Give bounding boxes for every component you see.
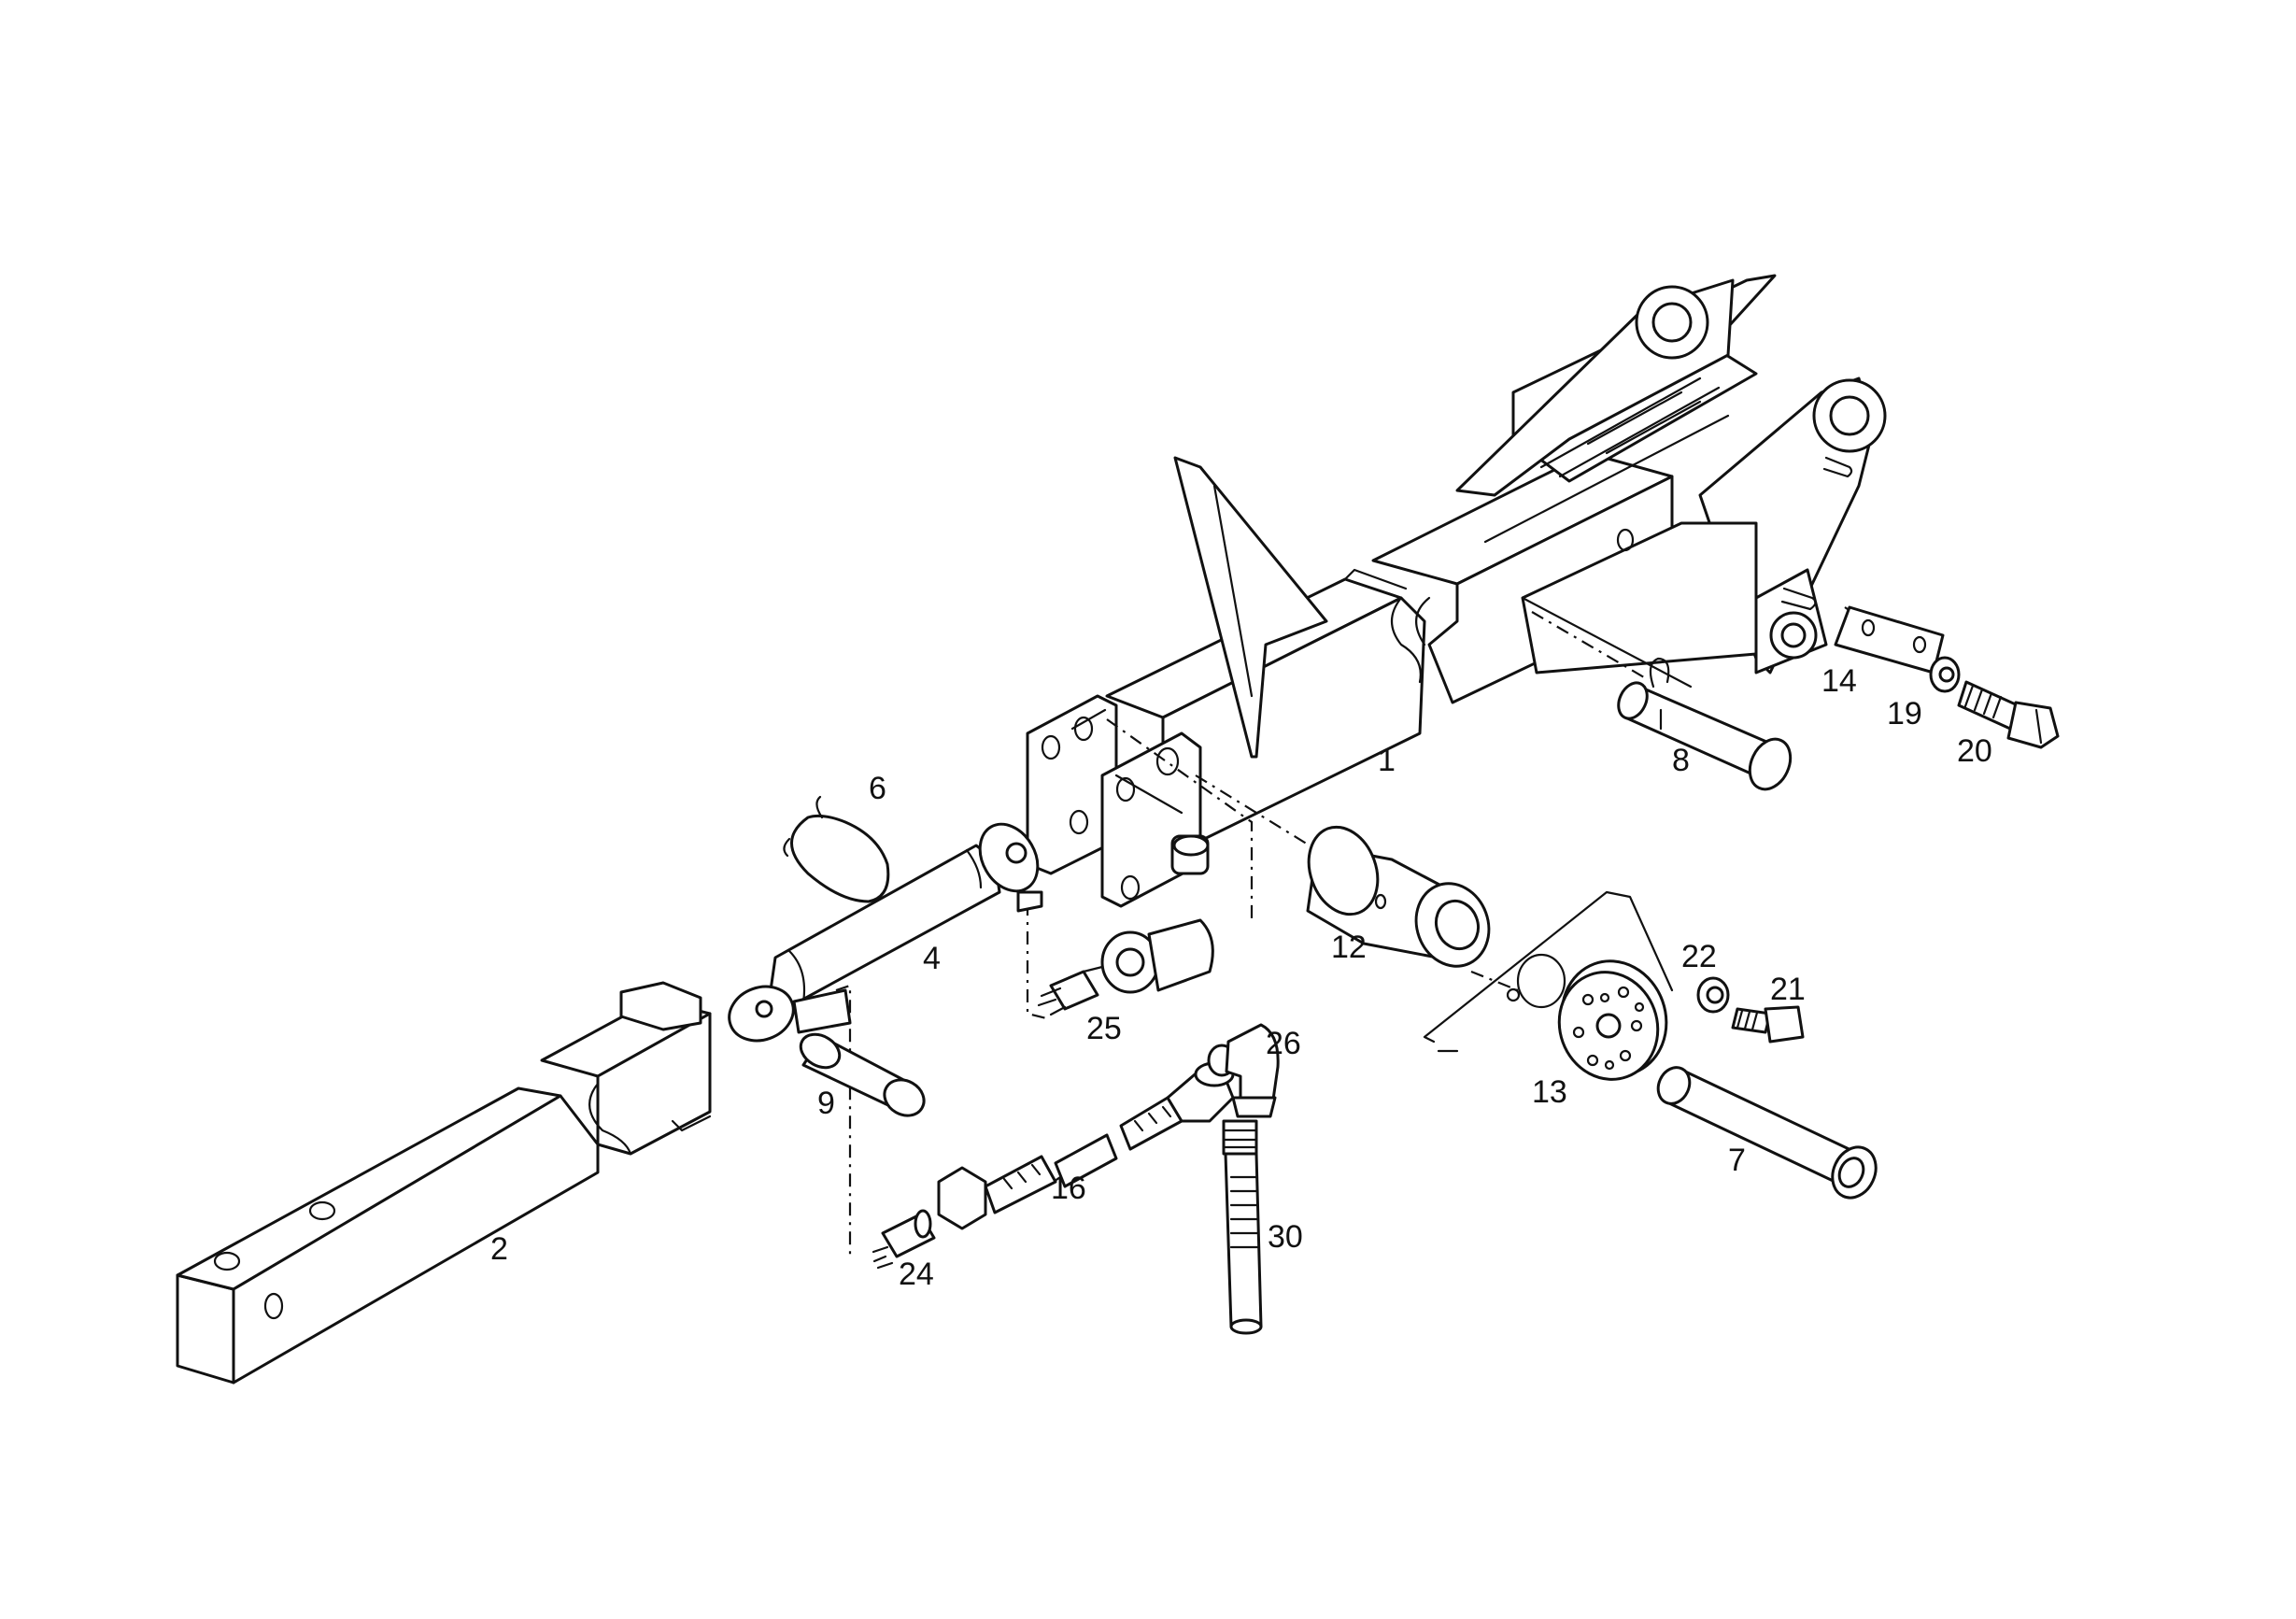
part-7-long-pin [1656, 1066, 1878, 1200]
callout-1: 1 [1378, 743, 1396, 778]
callout-labels: 1 2 4 6 7 8 9 12 13 14 16 19 20 21 22 24… [490, 663, 1992, 1292]
part-21-bolt [1731, 1005, 1805, 1044]
callout-16: 16 [1051, 1171, 1086, 1206]
part-4-hydraulic-cylinder [728, 822, 1043, 1043]
callout-8: 8 [1672, 743, 1690, 778]
part-22-washer [1696, 976, 1730, 1014]
callout-25: 25 [1086, 1011, 1122, 1046]
callout-21: 21 [1770, 972, 1806, 1007]
callout-7: 7 [1728, 1143, 1746, 1178]
callout-20: 20 [1957, 733, 1992, 769]
callout-14: 14 [1821, 663, 1857, 699]
part-30-pipe [1222, 1119, 1263, 1335]
part-2-extension-tube [176, 981, 712, 1385]
callout-9: 9 [817, 1086, 835, 1121]
part-1-main-frame [1026, 274, 1887, 908]
part-8-pin [1617, 657, 1793, 791]
part-12-bushing [1306, 825, 1491, 968]
part-24-adapter [872, 1209, 936, 1270]
callout-12: 12 [1331, 930, 1367, 965]
part-9-pin [799, 1032, 926, 1117]
callout-26: 26 [1266, 1026, 1301, 1061]
part-20-bolt [1957, 680, 2060, 749]
part-25-adapter-elbow [1037, 918, 1214, 1016]
part-6-spring-clip [783, 795, 890, 903]
callout-22: 22 [1681, 939, 1717, 974]
callout-2: 2 [490, 1231, 508, 1267]
callout-13: 13 [1532, 1074, 1567, 1110]
callout-19: 19 [1887, 696, 1922, 731]
part-13-flange [1423, 890, 1674, 1081]
callout-24: 24 [899, 1257, 934, 1292]
part-26-elbow [1207, 1023, 1280, 1118]
cotter-pin [1780, 456, 1853, 611]
part-19-washer [1929, 656, 1961, 693]
callout-6: 6 [869, 771, 886, 806]
callout-4: 4 [923, 941, 941, 976]
callout-30: 30 [1268, 1219, 1303, 1255]
